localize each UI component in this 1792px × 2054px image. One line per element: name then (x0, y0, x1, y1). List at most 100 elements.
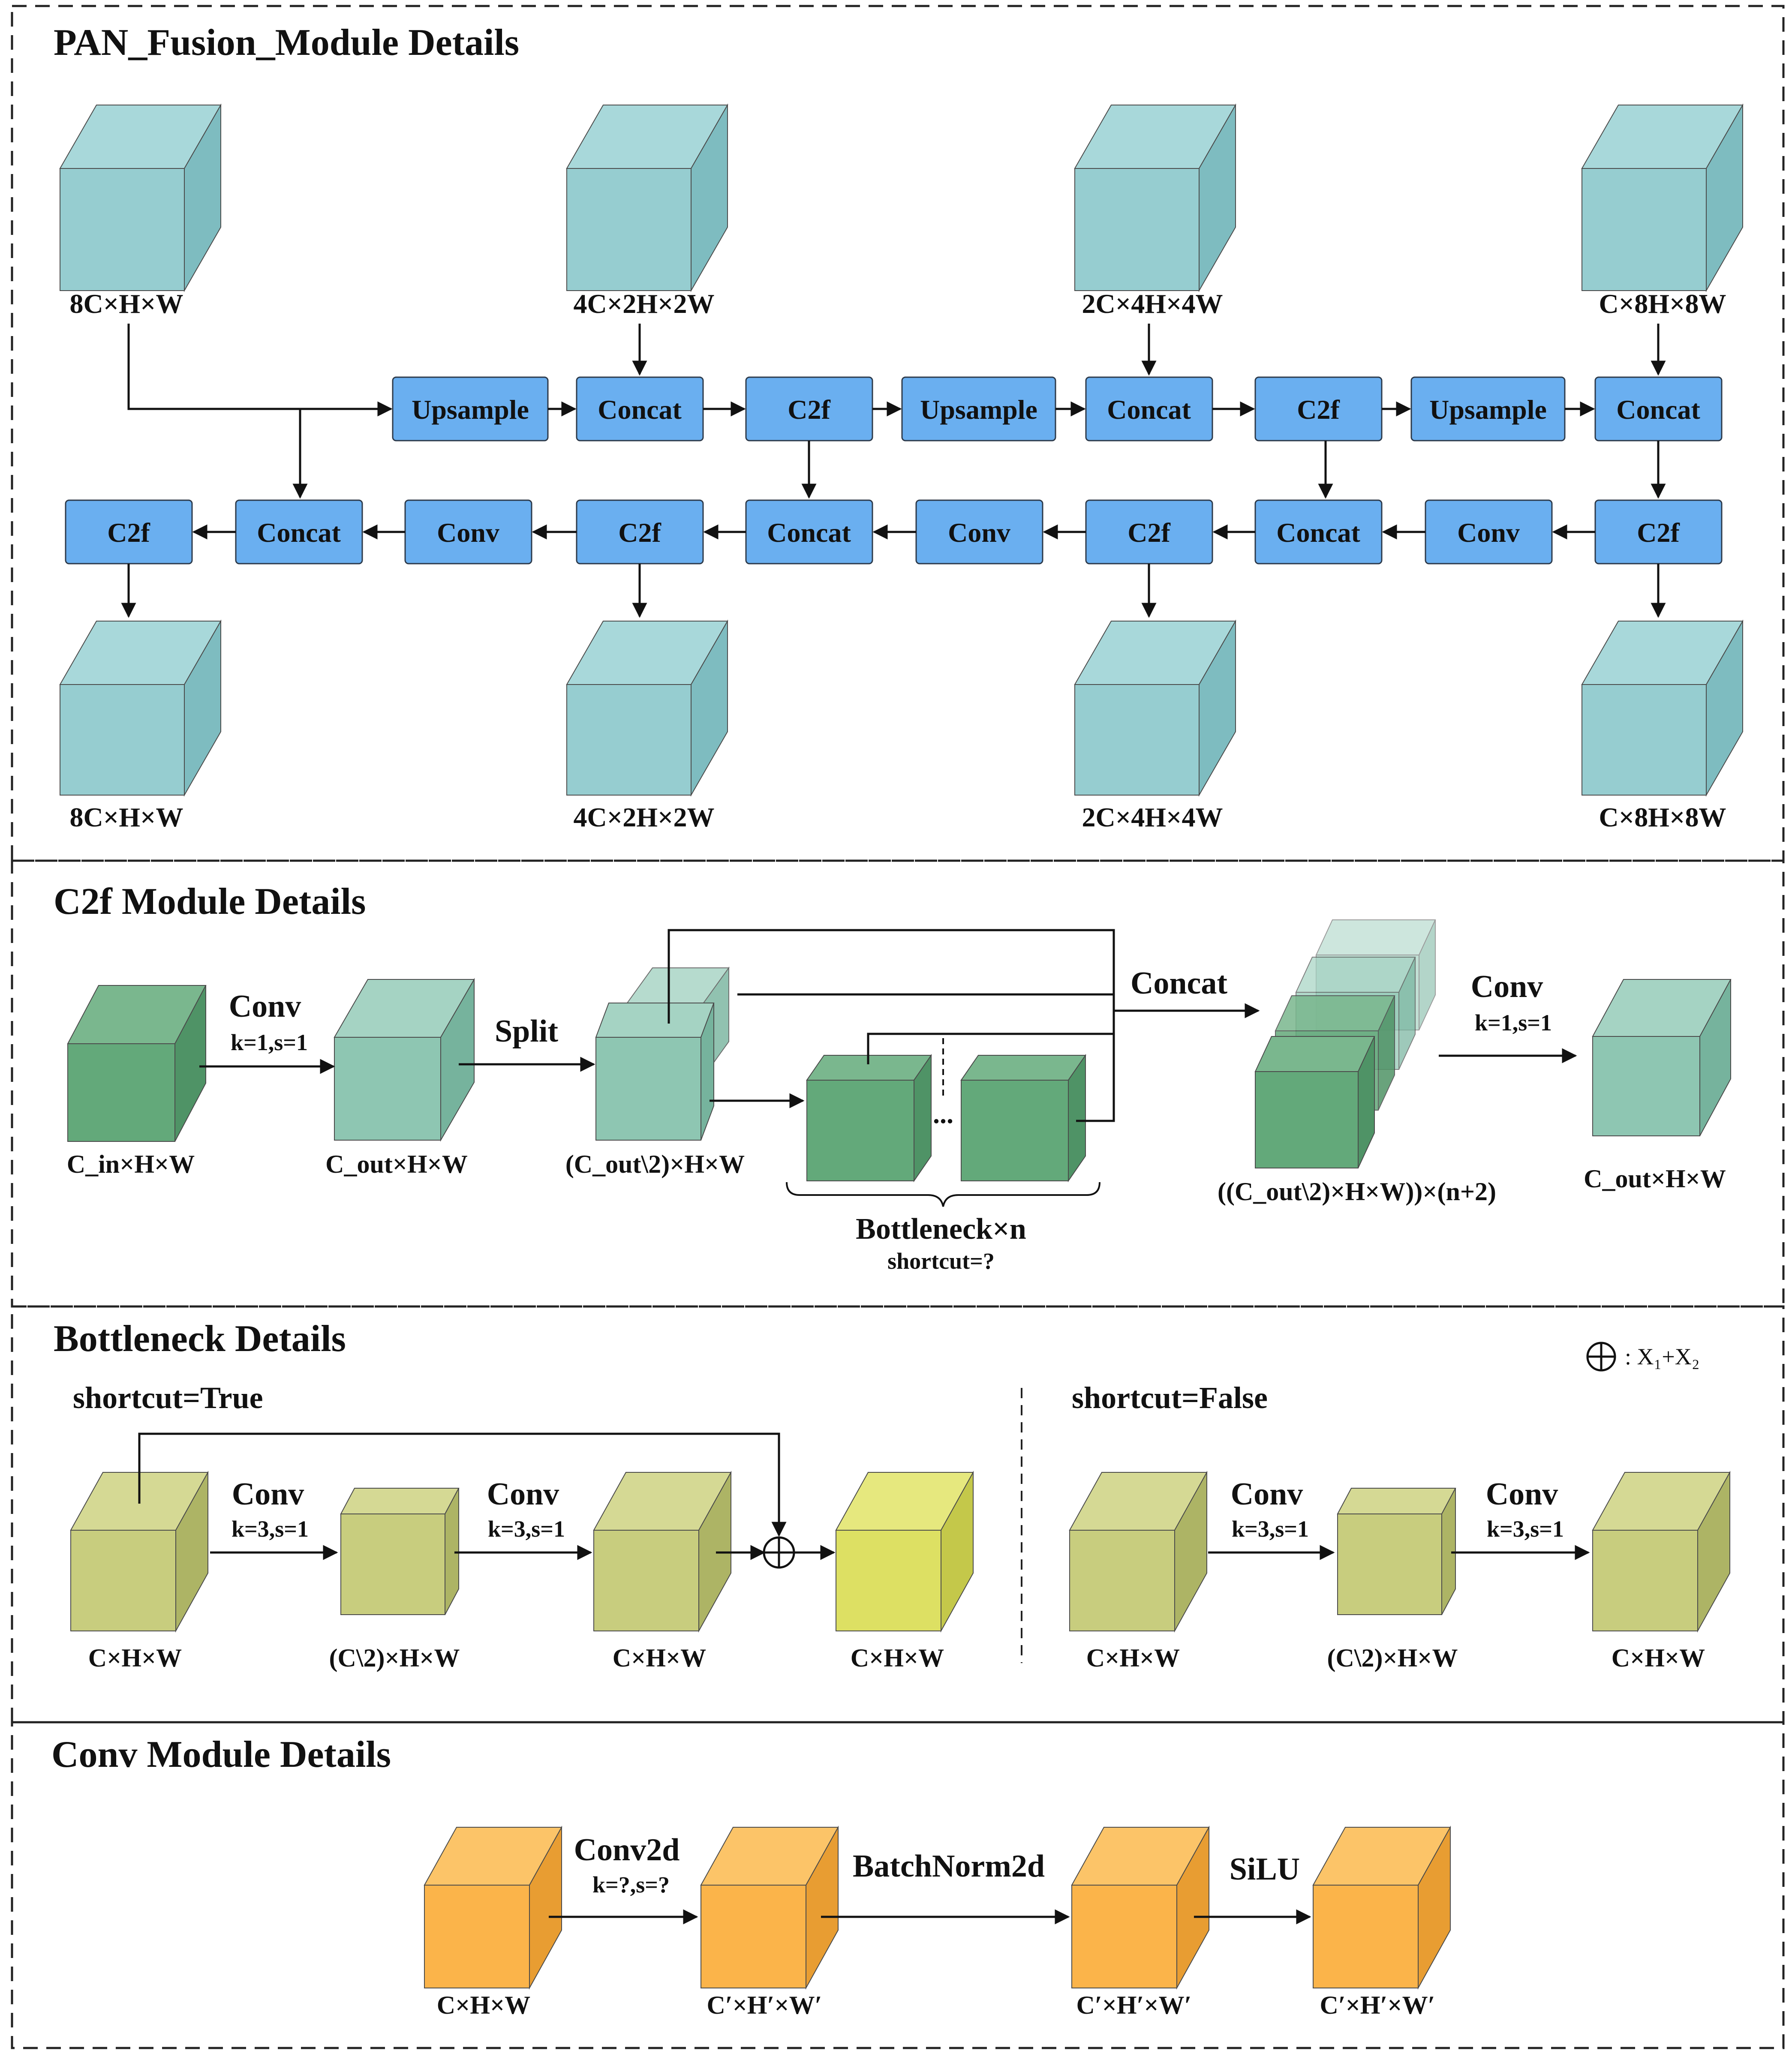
tensor-cube (1592, 979, 1732, 1136)
tensor-cube (1581, 103, 1744, 292)
pan-output-labels: 8C×H×W 4C×2H×2W 2C×4H×4W C×8H×8W (70, 802, 1726, 832)
cube-front-face (1069, 1530, 1175, 1631)
bn-tensor-label: C×H×W (613, 1644, 706, 1672)
pan-box-label: Conv (948, 517, 1010, 548)
c2f-conv1-label: Conv (229, 989, 301, 1024)
c2f-conv2-label: Conv (1471, 969, 1543, 1004)
bn-conv-params: k=3,s=1 (232, 1516, 309, 1542)
bn-conv-label: Conv (232, 1477, 304, 1512)
c2f-conv2-params: k=1,s=1 (1475, 1010, 1552, 1036)
pan-feature-cubes (59, 103, 1744, 797)
bn-tensor-label: C×H×W (1086, 1644, 1180, 1672)
pan-input-label: 4C×2H×2W (574, 288, 715, 319)
pan-box-label: C2f (618, 517, 661, 548)
c2f-cubes (67, 919, 1732, 1183)
cube-front-face (1313, 1885, 1419, 1988)
pan-box-label: Upsample (412, 394, 529, 425)
conv2d-params: k=?,s=? (592, 1872, 670, 1898)
tensor-cube (334, 978, 475, 1142)
cube-front-face (595, 1037, 701, 1141)
bn-conv-params: k=3,s=1 (1232, 1516, 1309, 1542)
pan-box-label: C2f (788, 394, 830, 425)
pan-connectors (121, 324, 1666, 618)
tensor-cube (806, 1054, 932, 1183)
cube-front-face (836, 1530, 941, 1631)
pan-box-label: C2f (1637, 517, 1680, 548)
tensor-cube (700, 1826, 839, 1990)
cube-front-face (1074, 684, 1200, 796)
tensor-cube (1592, 1471, 1731, 1633)
conv-section-frame (11, 1721, 1785, 2049)
c2f-connectors (199, 929, 1577, 1207)
cube-front-face (67, 1043, 175, 1142)
cube-top-face (1315, 919, 1436, 955)
pan-box-label: Concat (257, 517, 341, 548)
cube-front-face (334, 1037, 441, 1141)
cube-top-face (1275, 995, 1395, 1031)
cube-front-face (1074, 168, 1200, 291)
tensor-cube (1069, 1471, 1208, 1633)
conv-module-labels: Conv2d k=?,s=? BatchNorm2d SiLU C×H×W C′… (437, 1832, 1435, 2019)
bn-conv-params: k=3,s=1 (1487, 1516, 1564, 1542)
bn-tensor-label: C×H×W (1612, 1644, 1705, 1672)
bn-tensor-label: (C\2)×H×W (329, 1644, 460, 1672)
tensor-cube (340, 1488, 460, 1615)
conv-tensor-label: C′×H′×W′ (707, 1991, 822, 2019)
batchnorm-label: BatchNorm2d (853, 1849, 1045, 1884)
conv-tensor-label: C′×H′×W′ (1320, 1991, 1435, 2019)
tensor-cube (1071, 1826, 1210, 1990)
tensor-cube (70, 1471, 209, 1633)
silu-label: SiLU (1230, 1852, 1300, 1887)
pan-output-label: C×8H×8W (1599, 802, 1726, 832)
pan-box-label: Upsample (1429, 394, 1547, 425)
conv-tensor-label: C′×H′×W′ (1076, 1991, 1191, 2019)
cube-top-face (595, 1003, 715, 1038)
cube-front-face (1337, 1513, 1442, 1615)
cube-front-face (701, 1885, 806, 1988)
tensor-cube (960, 1054, 1086, 1183)
pan-box-label: C2f (1297, 394, 1340, 425)
cube-front-face (1071, 1885, 1177, 1988)
pan-box-label: Conv (1457, 517, 1520, 548)
cube-top-face (340, 1488, 460, 1514)
pan-box-label: Upsample (920, 394, 1037, 425)
pan-box-label: C2f (1128, 517, 1170, 548)
c2f-bypass-line (667, 929, 1115, 1122)
cube-top-face (1254, 1036, 1375, 1072)
tensor-cube (1581, 619, 1744, 797)
pan-top-row: Upsample Concat C2f Upsample Concat C2f … (392, 376, 1723, 441)
c2f-input-label: C_in×H×W (67, 1150, 195, 1178)
tensor-cube (595, 1003, 715, 1141)
tensor-cube (1074, 103, 1236, 292)
bottleneck-labels: Conv k=3,s=1 Conv k=3,s=1 Conv k=3,s=1 C… (88, 1477, 1705, 1672)
bn-conv-params: k=3,s=1 (488, 1516, 565, 1542)
c2f-section-title: C2f Module Details (54, 881, 366, 922)
c2f-concat-label: Concat (1131, 966, 1227, 1001)
c2f-bottleneck-loop (867, 1033, 1114, 1064)
cube-top-face (1295, 957, 1416, 993)
cube-front-face (60, 684, 185, 796)
cube-front-face (1255, 1071, 1359, 1168)
bn-tensor-label: (C\2)×H×W (1327, 1644, 1458, 1672)
pan-input-label: 2C×4H×4W (1082, 288, 1223, 319)
c2f-mid-label: C_out×H×W (325, 1150, 468, 1178)
c2f-bottleneck-label: Bottleneck×n (856, 1213, 1026, 1246)
bottleneck-legend: : X₁+X₂ (1586, 1342, 1700, 1372)
c2f-dots: ... (933, 1099, 953, 1129)
cube-front-face (566, 684, 692, 796)
pan-output-label: 8C×H×W (70, 802, 183, 832)
tensor-cube (566, 103, 728, 292)
bn-conv-label: Conv (1231, 1477, 1303, 1512)
cube-front-face (806, 1080, 914, 1181)
conv2d-label: Conv2d (574, 1832, 680, 1868)
pan-bottom-row: C2f Concat Conv C2f Concat Conv C2f Conc… (65, 499, 1723, 565)
cube-front-face (340, 1513, 445, 1615)
cube-front-face (424, 1885, 530, 1988)
bottleneck-connectors (138, 1432, 1590, 1569)
cube-front-face (1592, 1530, 1698, 1631)
cube-front-face (961, 1080, 1069, 1181)
cube-front-face (60, 168, 185, 291)
conv-module-cubes (424, 1826, 1451, 1990)
conv-section-title: Conv Module Details (51, 1734, 391, 1775)
